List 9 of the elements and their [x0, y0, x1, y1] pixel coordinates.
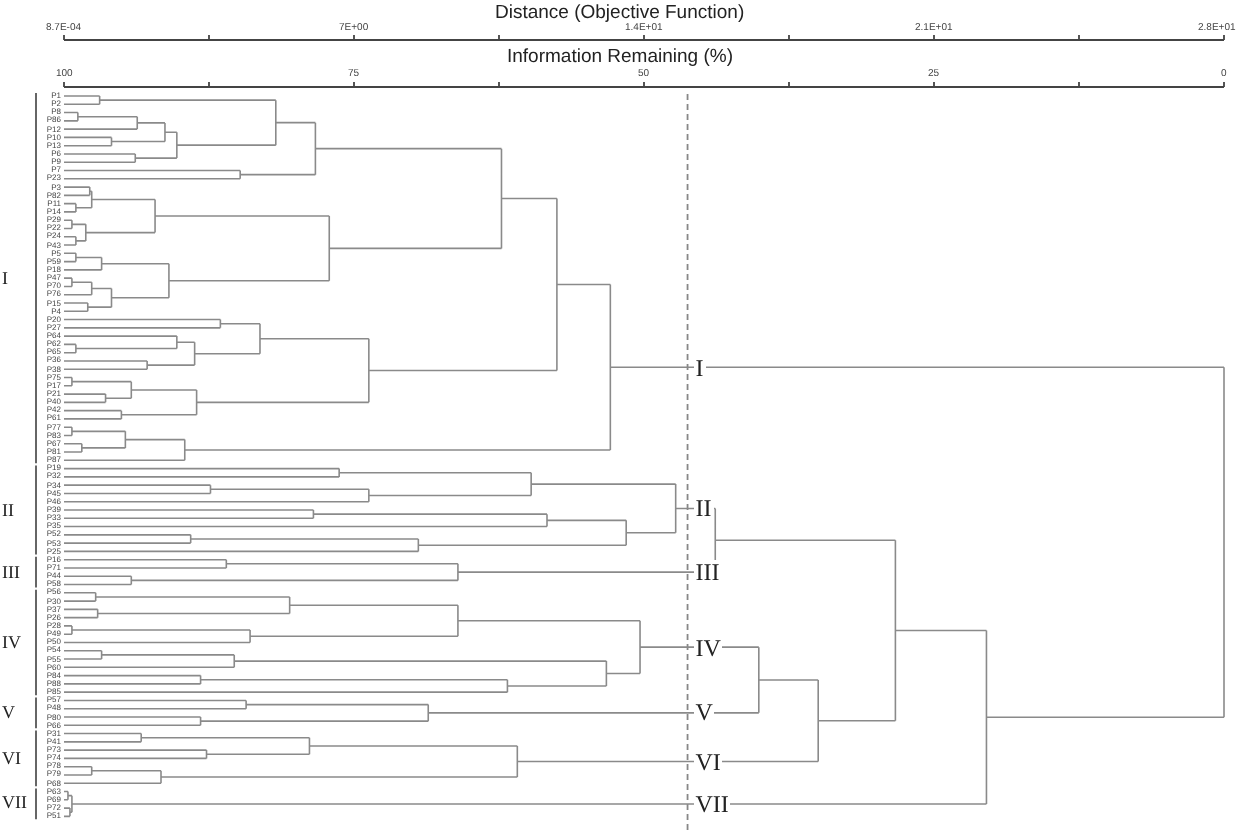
axis-title: Information Remaining (%) [507, 48, 733, 67]
group-label: VII [2, 794, 27, 813]
group-label: III [2, 563, 20, 582]
axis-title: Distance (Objective Function) [495, 3, 745, 22]
group-label: I [2, 269, 8, 288]
group-label: IV [2, 633, 21, 652]
group-label: II [2, 501, 14, 519]
group-label: VI [2, 749, 21, 768]
group-label: V [2, 703, 15, 722]
